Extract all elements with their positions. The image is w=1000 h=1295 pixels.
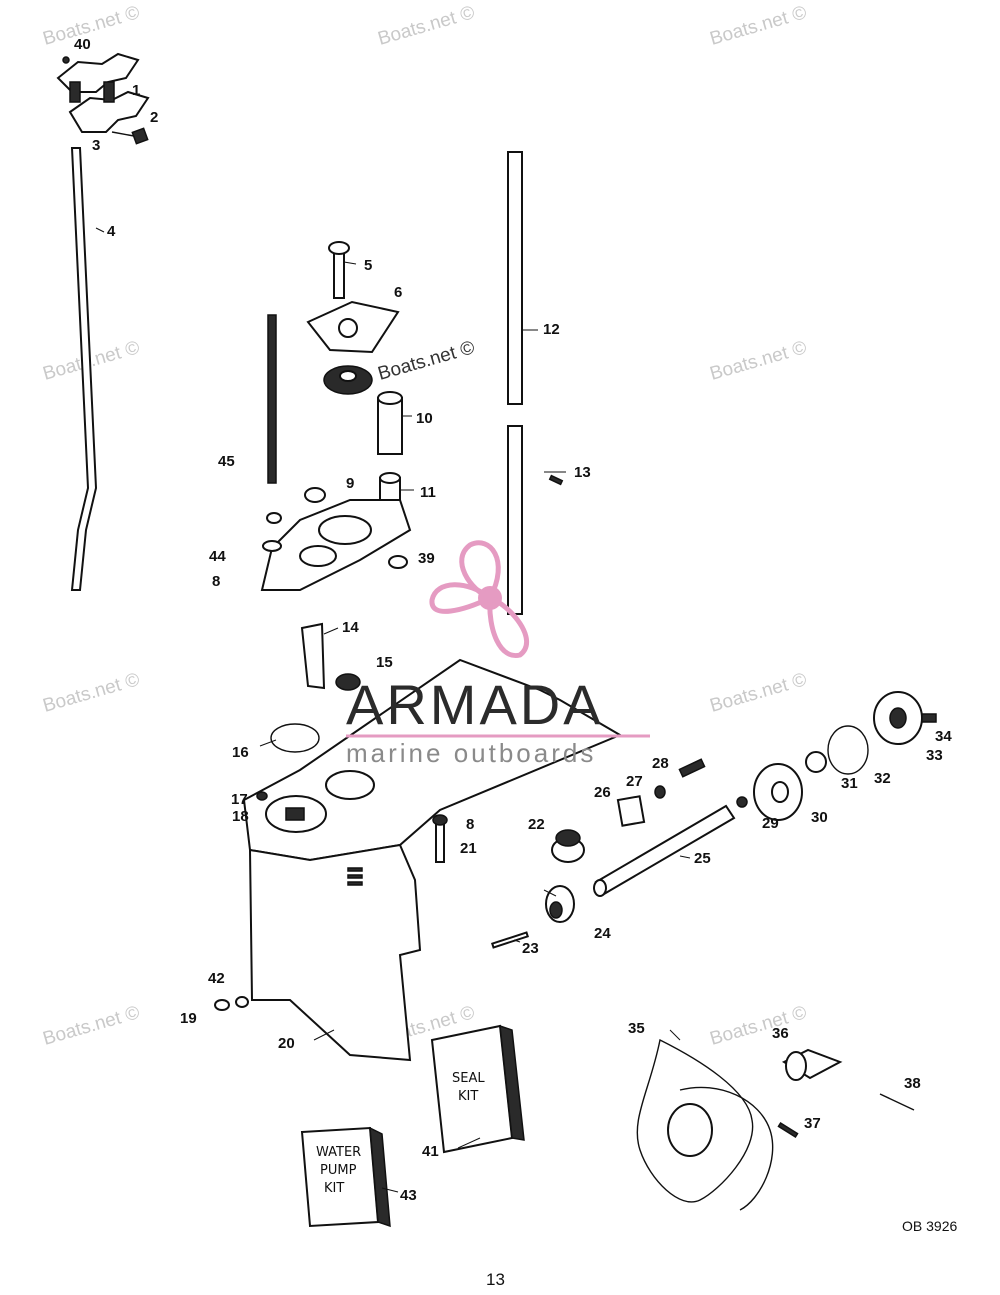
- part-label-38: 38: [904, 1075, 921, 1092]
- part-label-22: 22: [528, 816, 545, 833]
- part-label-23: 23: [522, 940, 539, 957]
- shift-rod: [70, 147, 98, 591]
- part-label-12: 12: [543, 321, 560, 338]
- reference-code: OB 3926: [902, 1218, 957, 1234]
- part-label-21: 21: [460, 840, 477, 857]
- part-label-26: 26: [594, 784, 611, 801]
- part-label-27: 27: [626, 773, 643, 790]
- forward-gear: [545, 885, 575, 923]
- brand-name: ARMADA: [346, 673, 604, 736]
- part-label-11: 11: [420, 484, 436, 501]
- part-label-42: 42: [208, 970, 225, 987]
- brand-logo: ARMADA marine outboards: [346, 540, 650, 768]
- watermark: Boats.net ©: [708, 669, 809, 717]
- drive-shaft: [507, 151, 564, 615]
- part-label-33: 33: [926, 747, 943, 764]
- water-tube: [377, 391, 403, 513]
- part-label-19: 19: [180, 1010, 197, 1027]
- watermark: Boats.net ©: [41, 2, 142, 50]
- part-label-10: 10: [416, 410, 433, 427]
- part-label-34: 34: [935, 728, 952, 745]
- pump-screw: [328, 241, 350, 299]
- watermark: Boats.net ©: [708, 1002, 809, 1050]
- part-label-36: 36: [772, 1025, 789, 1042]
- propeller-shaft: [593, 804, 736, 897]
- part-label-31: 31: [841, 775, 858, 792]
- seal-kit-line-1: SEAL: [452, 1071, 485, 1086]
- part-label-15: 15: [376, 654, 393, 671]
- impeller: [323, 365, 373, 395]
- pump-stud: [267, 314, 277, 484]
- part-label-28: 28: [652, 755, 669, 772]
- propeller-nut: [781, 1048, 843, 1081]
- watermark: Boats.net ©: [41, 669, 142, 717]
- cotter-pin: [777, 1093, 915, 1139]
- propeller: [636, 1038, 774, 1211]
- part-label-1: 1: [132, 82, 140, 99]
- pump-housing: [260, 487, 412, 591]
- seal-kit-line-2: KIT: [458, 1089, 478, 1104]
- part-label-8a: 8: [212, 573, 220, 590]
- part-label-20: 20: [278, 1035, 295, 1052]
- watermarks: Boats.net © Boats.net © Boats.net © Boat…: [41, 2, 809, 1050]
- water-pump-kit-box: WATER PUMP KIT: [300, 1126, 391, 1228]
- part-label-24: 24: [594, 925, 611, 942]
- brand-tagline: marine outboards: [346, 738, 596, 768]
- gear-pin: [491, 931, 529, 949]
- part-label-9: 9: [346, 475, 354, 492]
- part-label-29: 29: [762, 815, 779, 832]
- bearing: [805, 751, 827, 773]
- part-label-25: 25: [694, 850, 711, 867]
- part-label-16: 16: [232, 744, 249, 761]
- part-label-43: 43: [400, 1187, 417, 1204]
- drain-screw: [214, 791, 268, 1011]
- water-pump-kit-line-2: PUMP: [320, 1163, 357, 1178]
- part-label-8b: 8: [466, 816, 474, 833]
- o-ring: [270, 723, 320, 753]
- watermark: Boats.net ©: [41, 1002, 142, 1050]
- watermark: Boats.net ©: [708, 2, 809, 50]
- page-number: 13: [486, 1270, 505, 1289]
- reverse-gear: [736, 763, 803, 821]
- shift-rod-connector: [56, 52, 150, 145]
- part-label-13: 13: [574, 464, 591, 481]
- part-label-44: 44: [209, 548, 226, 565]
- shift-lever: [300, 622, 326, 690]
- part-label-40: 40: [74, 36, 91, 53]
- part-number-labels: 40 1 2 3 4 5 6 12 10 45 13 9 11 44 39 8 …: [74, 36, 952, 1204]
- water-pump-kit-line-1: WATER: [316, 1145, 361, 1160]
- watermark: Boats.net ©: [708, 337, 809, 385]
- part-label-32: 32: [874, 770, 891, 787]
- part-label-35: 35: [628, 1020, 645, 1037]
- bushing: [335, 673, 361, 691]
- part-label-18: 18: [232, 808, 249, 825]
- part-label-41: 41: [422, 1143, 439, 1160]
- part-label-4: 4: [107, 223, 116, 240]
- leader-lines: [95, 227, 691, 1193]
- part-label-14: 14: [342, 619, 359, 636]
- bearing-carrier: [873, 691, 937, 745]
- part-label-6: 6: [394, 284, 402, 301]
- part-label-2: 2: [150, 109, 158, 126]
- part-label-39: 39: [418, 550, 435, 567]
- pinion-gear: [551, 829, 585, 863]
- impeller-plate: [306, 300, 400, 354]
- part-label-17: 17: [231, 791, 248, 808]
- seal-kit-box: SEAL KIT: [430, 1024, 525, 1154]
- part-label-30: 30: [811, 809, 828, 826]
- pivot-screw: [432, 814, 448, 863]
- part-label-5: 5: [364, 257, 372, 274]
- part-label-3: 3: [92, 137, 100, 154]
- water-pump-kit-line-3: KIT: [324, 1181, 344, 1196]
- bearing-carrier-seal: [827, 725, 869, 775]
- part-label-45: 45: [218, 453, 235, 470]
- part-label-37: 37: [804, 1115, 821, 1132]
- watermark: Boats.net ©: [376, 2, 477, 50]
- watermark: Boats.net ©: [376, 337, 477, 385]
- clutch-dog: [616, 758, 706, 827]
